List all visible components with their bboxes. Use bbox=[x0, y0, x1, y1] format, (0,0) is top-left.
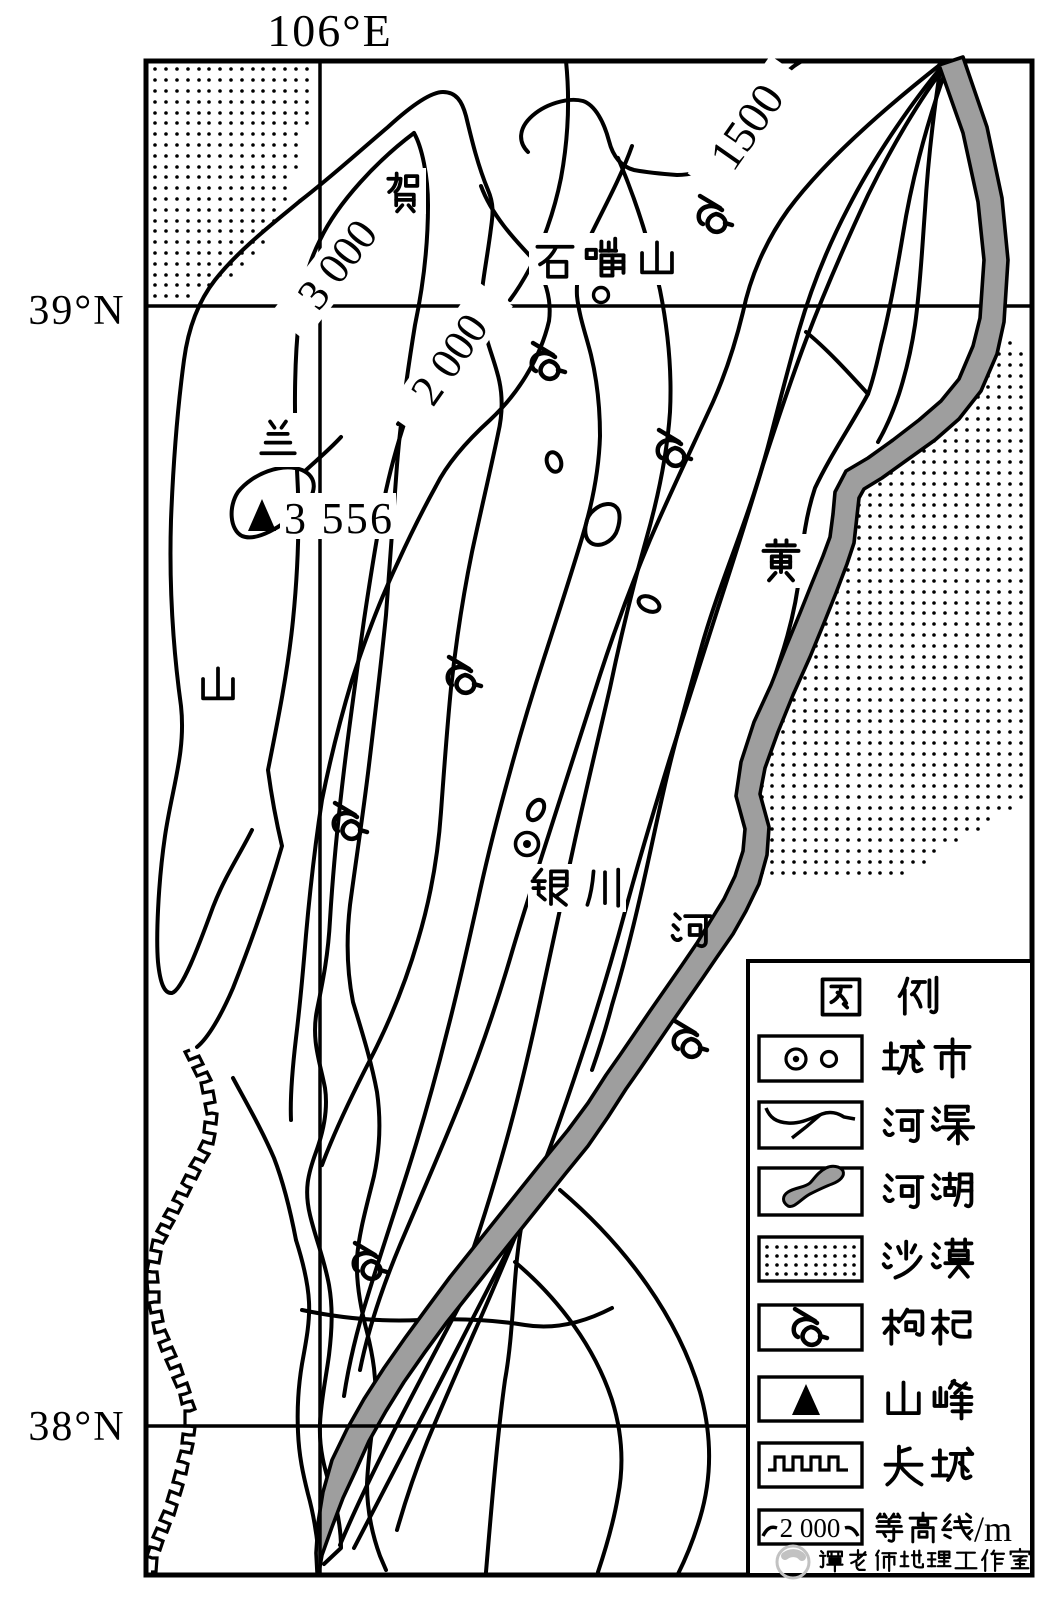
svg-text:3 556: 3 556 bbox=[284, 494, 392, 543]
svg-text:38°N: 38°N bbox=[28, 1404, 125, 1450]
svg-text:/m: /m bbox=[974, 1509, 1012, 1549]
svg-text:39°N: 39°N bbox=[28, 288, 125, 334]
svg-text:2 000: 2 000 bbox=[780, 1513, 841, 1543]
svg-text:106°E: 106°E bbox=[267, 5, 393, 56]
